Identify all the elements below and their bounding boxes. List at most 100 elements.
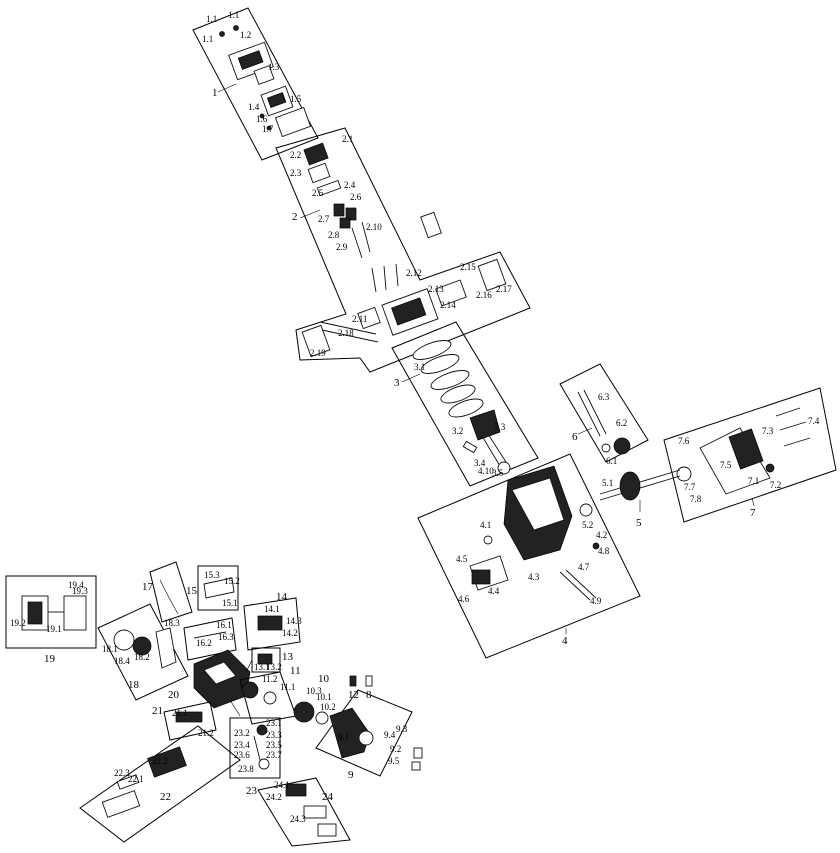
callout-3.1: 3.1 [414, 362, 425, 372]
callout-23.3: 23.3 [266, 730, 282, 740]
group-label-15: 15 [186, 585, 198, 597]
callout-2.7: 2.7 [318, 214, 330, 224]
group-label-6: 6 [572, 431, 578, 443]
group-label-11: 11 [290, 665, 301, 677]
callout-7.6: 7.6 [678, 436, 690, 446]
callout-14.3: 14.3 [286, 616, 302, 626]
callout-9.2: 9.2 [390, 744, 401, 754]
callout-2.17: 2.17 [496, 284, 512, 294]
group-label-17: 17 [142, 581, 154, 593]
callout-2.2: 2.2 [290, 150, 301, 160]
callout-2.13: 2.13 [428, 284, 444, 294]
group-3: 3 3.1 3.2 3.3 3.4 3.5 [391, 321, 539, 487]
callout-1.6: 1.6 [256, 114, 268, 124]
group-24: 24 24.1 24.2 24.3 [257, 777, 351, 847]
callout-24.3: 24.3 [290, 814, 306, 824]
group-9: 9 9.1 9.2 9.3 9.4 9.5 [315, 689, 413, 781]
callout-4.9: 4.9 [590, 596, 602, 606]
group-label-10: 10 [318, 673, 330, 685]
group-12: 12 [348, 675, 359, 701]
callout-2.12: 2.12 [406, 268, 422, 278]
callout-2.5: 2.5 [312, 188, 324, 198]
callout-16.3: 16.3 [218, 632, 234, 642]
callout-3.2: 3.2 [452, 426, 463, 436]
group-label-24: 24 [322, 791, 334, 803]
callout-13.2: 13.2 [266, 662, 282, 672]
group-19: 19 19.1 19.2 19.3 19.4 [5, 575, 97, 665]
callout-10.2: 10.2 [320, 702, 336, 712]
callout-1.2: 1.2 [240, 30, 251, 40]
callout-23.6: 23.6 [234, 750, 250, 760]
group-label-2: 2 [292, 211, 298, 223]
callout-1.5: 1.5 [290, 94, 302, 104]
callout-16.1: 16.1 [216, 620, 232, 630]
valve-springs-icon [333, 203, 357, 229]
callout-24.2: 24.2 [266, 792, 282, 802]
callout-4.2: 4.2 [596, 530, 607, 540]
callout-4.3: 4.3 [528, 572, 540, 582]
group-label-18: 18 [128, 679, 140, 691]
group-label-4: 4 [562, 635, 568, 647]
callout-18.3: 18.3 [164, 618, 180, 628]
callout-15.3: 15.3 [204, 570, 220, 580]
group-label-7: 7 [750, 507, 756, 519]
callout-15.2: 15.2 [224, 576, 240, 586]
callout-2.1: 2.1 [342, 134, 353, 144]
group-18: 18 18.1 18.2 18.3 18.4 [97, 603, 189, 701]
group-21: 21 21.1 21.2 [152, 701, 217, 741]
group-label-20: 20 [168, 689, 180, 701]
callout-2.15: 2.15 [460, 262, 476, 272]
callout-22.2: 22.2 [152, 756, 168, 766]
group-2: 2 2.1 2.2 2.3 2.4 2.5 2.6 2.7 2.8 2.9 2.… [275, 127, 531, 373]
group-label-23: 23 [246, 785, 258, 797]
group-14: 14 14.1 14.2 14.3 [243, 591, 302, 651]
group-20: 20 [168, 649, 251, 709]
callout-19.1: 19.1 [46, 624, 62, 634]
group-5: 5 5.1 5.2 [579, 469, 681, 530]
group-15: 15 15.1 15.2 15.3 [186, 565, 240, 611]
group-7: 7 7.1 7.2 7.3 7.4 7.5 7.6 7.7 7.8 [663, 387, 837, 523]
callout-23.7: 23.7 [266, 750, 282, 760]
callout-1.1-a: 1.1 [206, 14, 217, 24]
callout-4.6: 4.6 [458, 594, 470, 604]
callout-21.1: 21.1 [172, 708, 188, 718]
group-label-21: 21 [152, 705, 163, 717]
callout-7.5: 7.5 [720, 460, 732, 470]
callout-10.1: 10.1 [316, 692, 332, 702]
group-22: 22 22.1 22.2 22.3 [79, 725, 241, 843]
callout-6.3: 6.3 [598, 392, 610, 402]
callout-9.1: 9.1 [338, 732, 349, 742]
callout-4.5: 4.5 [456, 554, 468, 564]
callout-2.9: 2.9 [336, 242, 348, 252]
group-4: 4 4.1 4.2 4.3 4.4 4.5 4.6 4.7 4.8 4.9 4.… [417, 453, 641, 659]
callout-1.1-b: 1.1 [228, 10, 239, 20]
callout-14.2: 14.2 [282, 628, 298, 638]
callout-4.10: 4.10 [478, 466, 494, 476]
callout-7.7: 7.7 [684, 482, 696, 492]
callout-9.3: 9.3 [396, 724, 408, 734]
callout-2.18: 2.18 [338, 328, 354, 338]
callout-23.4: 23.4 [234, 740, 250, 750]
group-label-9: 9 [348, 769, 354, 781]
group-label-13: 13 [282, 651, 294, 663]
callout-11.1: 11.1 [280, 682, 295, 692]
callout-3.5: 3.5 [492, 468, 504, 478]
group-label-19: 19 [44, 653, 56, 665]
callout-2.4: 2.4 [344, 180, 356, 190]
callout-4.1: 4.1 [480, 520, 491, 530]
callout-6.2: 6.2 [616, 418, 627, 428]
callout-7.8: 7.8 [690, 494, 702, 504]
callout-7.3: 7.3 [762, 426, 774, 436]
group-10: 10 10.1 10.2 10.3 [293, 673, 336, 725]
group-11: 11 11.1 11.2 [239, 665, 301, 725]
group-label-22: 22 [160, 791, 171, 803]
callout-22.3: 22.3 [114, 768, 130, 778]
group-17: 17 [142, 561, 193, 623]
callout-9.5: 9.5 [388, 756, 400, 766]
callout-2.19: 2.19 [310, 348, 326, 358]
callout-1.1-c: 1.1 [202, 34, 213, 44]
group-label-5: 5 [636, 517, 642, 529]
callout-23.8: 23.8 [238, 764, 254, 774]
callout-19.3: 19.3 [72, 586, 88, 596]
